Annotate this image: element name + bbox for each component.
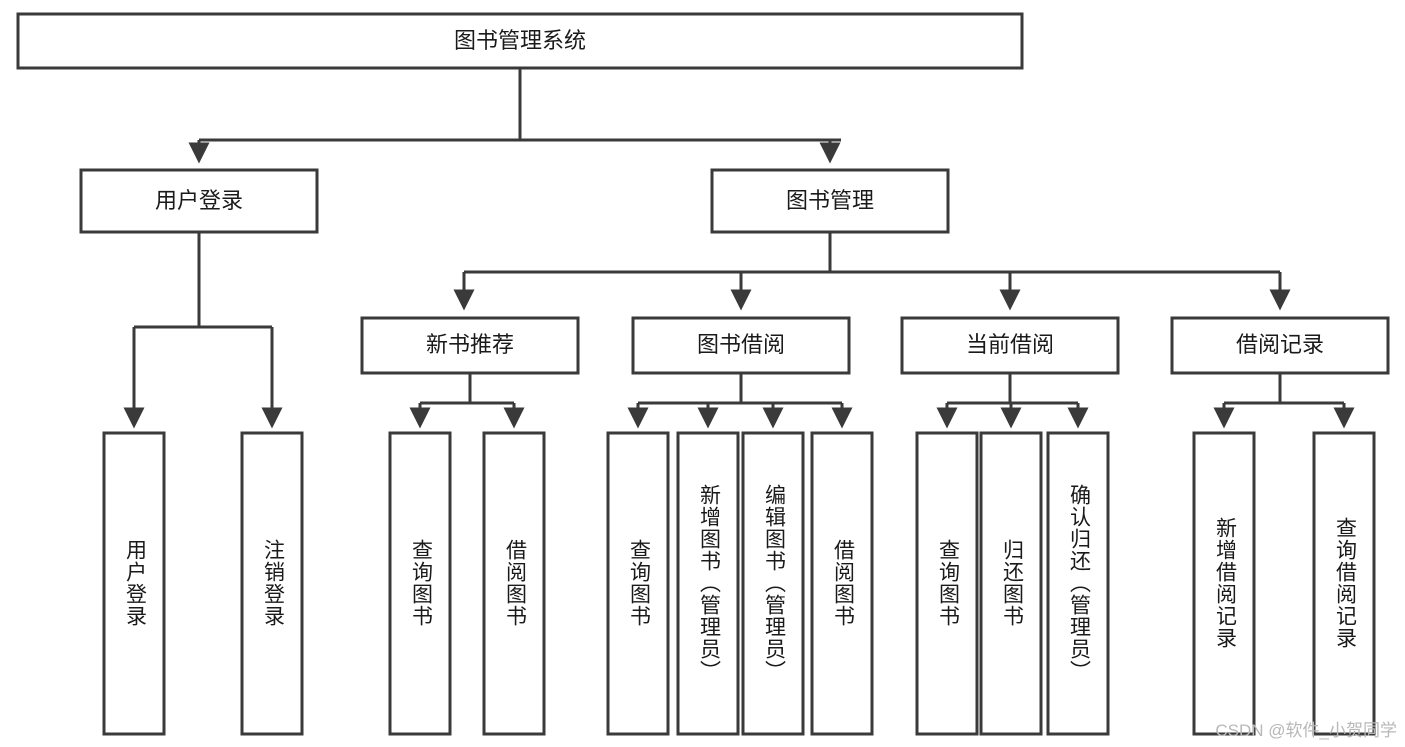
leaf-node-br-add-record[interactable]: 新增借阅记录 [1192,431,1256,736]
node-new-book-recommend[interactable]: 新书推荐 [360,316,580,375]
connector-group-new-book-recommend [409,373,525,429]
leaf-node-bb-edit-book[interactable]: 编辑图书（管理员） [741,431,805,736]
node-book-borrow-label: 图书借阅 [697,332,785,357]
leaf-node-br-query-record[interactable]: 查询借阅记录 [1312,431,1376,736]
leaf-node-bb-borrow-book-box[interactable] [810,431,874,736]
leaf-node-user-login-box[interactable] [102,431,166,736]
leaf-node-cb-confirm-return-box[interactable] [1046,431,1110,736]
connector-group-root [188,68,841,164]
leaf-node-logout[interactable]: 注销登录 [240,431,304,736]
leaf-node-nbr-borrow-book-box[interactable] [482,431,546,736]
node-borrow-record-box[interactable] [1170,316,1390,375]
connector-group-book-borrow [627,373,853,429]
leaf-node-user-login[interactable]: 用户登录 [102,431,166,736]
node-book-borrow[interactable]: 图书借阅 [631,316,851,375]
leaf-node-bb-borrow-book[interactable]: 借阅图书 [810,431,874,736]
leaf-node-nbr-query-book[interactable]: 查询图书 [388,431,452,736]
node-borrow-record[interactable]: 借阅记录 [1170,316,1390,375]
connector-group-borrow-record [1213,373,1355,429]
leaf-node-bb-add-book[interactable]: 新增图书（管理员） [676,431,740,736]
leaf-node-bb-borrow-book-label: 借阅图书 [831,539,855,627]
node-book-manage-label: 图书管理 [786,188,874,213]
node-borrow-record-label: 借阅记录 [1236,332,1324,357]
leaf-node-logout-box[interactable] [240,431,304,736]
leaf-node-cb-confirm-return[interactable]: 确认归还（管理员） [1046,431,1110,736]
leaf-node-bb-edit-book-box[interactable] [741,431,805,736]
node-book-borrow-box[interactable] [631,316,851,375]
leaf-node-br-add-record-label: 新增借阅记录 [1213,517,1237,649]
node-user-login-label: 用户登录 [155,188,243,213]
leaf-node-bb-add-book-box[interactable] [676,431,740,736]
node-user-login[interactable]: 用户登录 [79,168,319,234]
leaf-node-br-add-record-box[interactable] [1192,431,1256,736]
node-user-login-box[interactable] [79,168,319,234]
node-current-borrow-box[interactable] [900,316,1120,375]
node-root-system[interactable]: 图书管理系统 [16,12,1024,70]
leaf-node-cb-return-book[interactable]: 归还图书 [979,431,1043,736]
leaf-node-br-query-record-box[interactable] [1312,431,1376,736]
node-root-system-box[interactable] [16,12,1024,70]
leaf-node-bb-query-book-label: 查询图书 [627,539,651,627]
node-current-borrow-label: 当前借阅 [966,332,1054,357]
node-book-manage-box[interactable] [710,168,950,234]
leaf-node-nbr-borrow-book-label: 借阅图书 [503,539,527,627]
leaf-node-cb-confirm-return-label: 确认归还（管理员） [1067,484,1091,682]
leaf-node-nbr-borrow-book[interactable]: 借阅图书 [482,431,546,736]
leaf-node-br-query-record-label: 查询借阅记录 [1333,517,1357,649]
leaf-node-cb-return-book-label: 归还图书 [1000,539,1024,627]
node-root-system-label: 图书管理系统 [454,28,586,53]
connector-group-user-login [123,232,283,429]
leaf-node-cb-query-book-label: 查询图书 [936,539,960,627]
leaf-node-cb-return-book-box[interactable] [979,431,1043,736]
connector-group-current-borrow [936,373,1089,429]
leaf-node-bb-edit-book-label: 编辑图书（管理员） [762,484,786,682]
leaf-node-nbr-query-book-box[interactable] [388,431,452,736]
leaf-node-cb-query-book-box[interactable] [915,431,979,736]
node-new-book-recommend-label: 新书推荐 [426,332,514,357]
leaf-node-bb-query-book-box[interactable] [606,431,670,736]
leaf-node-cb-query-book[interactable]: 查询图书 [915,431,979,736]
node-new-book-recommend-box[interactable] [360,316,580,375]
leaf-node-nbr-query-book-label: 查询图书 [409,539,433,627]
leaf-node-logout-label: 注销登录 [261,539,285,627]
node-current-borrow[interactable]: 当前借阅 [900,316,1120,375]
connector-group-book-manage [453,232,1291,311]
leaf-node-bb-add-book-label: 新增图书（管理员） [697,484,721,682]
leaf-node-user-login-label: 用户登录 [123,539,147,627]
leaf-node-bb-query-book[interactable]: 查询图书 [606,431,670,736]
node-book-manage[interactable]: 图书管理 [710,168,950,234]
